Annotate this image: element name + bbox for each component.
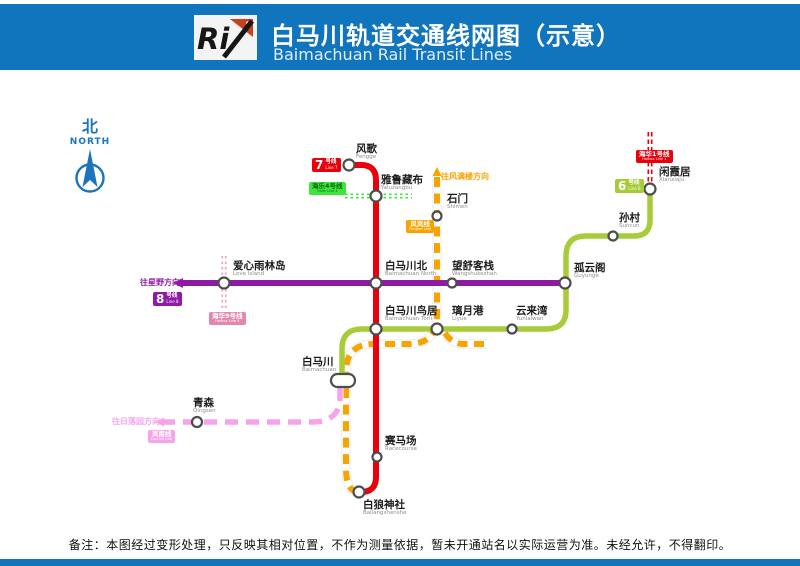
station-label-wangshukezhan: 望舒客栈 Wangshukezhan [452,260,497,278]
north-cn: 北 [81,117,98,136]
logo-graphic: Ri [194,15,257,60]
direction-riluoyuan: 往日落园方向 [112,417,160,426]
station-label-qingsen: 青森 Qingsen [193,397,216,415]
station-cn: 望舒客栈 [452,260,494,272]
station-label-love-island: 爱心雨林岛 Love Island [233,260,286,278]
line8-purple [173,278,565,288]
page-subtitle: Baimachuan Rail Transit Lines [273,45,513,64]
compass-icon [75,149,105,193]
station-en: Yaluzangbu [381,185,413,192]
station-label-suncun: 孙村 Suncun [619,212,640,230]
station-yunlaiwan [506,323,518,335]
station-cn: 孙村 [619,212,640,224]
station-yaluzangbu [369,189,383,203]
station-cn: 璃月港 [452,305,484,317]
header-bar [0,4,800,70]
station-guyunge [558,276,572,290]
station-wangshukezhan [446,277,458,289]
station-baimachuan-torii [369,322,383,336]
station-en: Shimen [447,204,468,211]
station-xianxiaju [643,182,657,196]
station-liyue [430,322,444,336]
badge-line9: 海华9号线 Haihua Line 9 [209,312,246,325]
north-en: NORTH [69,137,111,147]
station-label-baimachuan-north: 白马川北 Baimachuan North [385,260,437,278]
station-baimachuan [329,372,357,389]
station-cn: 云来湾 [516,305,548,317]
station-label-baimachuan: 白马川 Baimachuan [302,356,337,374]
lannan-direction-arrow [155,417,164,427]
station-bailangshenshe [352,485,366,499]
station-label-yunlaiwan: 云来湾 Yunlaiwan [516,305,548,323]
station-qingsen [190,415,204,429]
direction-xingye: 往星野方向 [140,278,180,287]
page-title: 白马川轨道交通线网图（示意） [271,22,621,50]
station-cn: 白马川 [302,356,334,368]
station-label-guyunge: 孤云阁 Guyunge [574,262,606,280]
lannan-line-pink [155,386,344,427]
north-indicator: 北 NORTH [62,113,118,201]
station-suncun [607,230,619,242]
station-en: Wangshukezhan [452,271,497,278]
logo: Ri [194,15,257,60]
station-en: Guyunge [574,273,599,280]
station-cn: 白马川鸟居 [385,305,438,317]
station-racecourse [371,451,383,463]
station-cn: 爱心雨林岛 [233,260,286,272]
footer-bar [0,559,800,566]
station-en: Xianxiaju [659,177,685,184]
fenglan-line-orange [341,167,487,497]
station-cn: 孤云阁 [574,262,606,274]
badge-fenglan: 风岚线 Fenglan Line [406,220,435,233]
station-en: Love Island [233,271,265,278]
footnote: 备注：本图经过变形处理，只反映其相对位置，不作为测量依据，暂未开通站名以实际运营… [68,538,732,552]
station-fengge [342,158,356,172]
station-en: Suncun [619,223,640,230]
logo-text: Ri [197,22,230,56]
station-en: Qingsen [193,408,216,415]
station-cn: 风歌 [356,143,377,155]
station-label-fengge: 风歌 Fengge [356,143,377,161]
badge-line4: 海乐4号线 Haile Line 4 [309,182,346,195]
station-cn: 雅鲁藏布 [381,174,423,186]
station-cn: 闲霞居 [659,166,691,178]
station-shimen [431,210,443,222]
line8-direction-arrow [173,278,183,288]
station-markers [190,158,657,499]
station-cn: 赛马场 [385,435,417,447]
station-cn: 石门 [447,193,468,205]
station-baimachuan-north [369,276,383,290]
station-love-island [217,276,231,290]
badge-line1: 海华1号线 Haihua Line 1 [636,150,673,163]
logo-slash [222,19,254,59]
station-en: Baimachuan North [385,271,437,278]
station-cn: 白马川北 [385,260,427,272]
station-en: Fengge [356,154,377,161]
station-en: Yunlaiwan [516,316,544,323]
station-en: Baimachuan Torii [385,316,433,323]
station-en: Racecourse [385,446,417,453]
station-label-shimen: 石门 Shimen [447,193,468,211]
badge-lannan: 岚南线 Lannan Line [148,430,176,443]
fenglan-direction-arrow [432,167,442,176]
station-label-xianxiaju: 闲霞居 Xianxiaju [659,166,691,184]
station-label-racecourse: 赛马场 Racecourse [385,435,417,453]
station-label-liyue: 璃月港 Liyue [452,305,484,323]
station-label-yaluzangbu: 雅鲁藏布 Yaluzangbu [381,174,423,192]
station-label-baimachuan-torii: 白马川鸟居 Baimachuan Torii [385,305,438,323]
station-label-bailangshenshe: 白狼神社 Bailangshenshe [363,499,407,517]
station-cn: 青森 [193,397,214,409]
direction-fengmanlou: 往风满楼方向 [441,172,489,181]
station-en: Bailangshenshe [363,510,407,517]
station-cn: 白狼神社 [363,499,405,511]
station-en: Liyue [452,316,467,323]
station-en: Baimachuan [302,367,337,374]
